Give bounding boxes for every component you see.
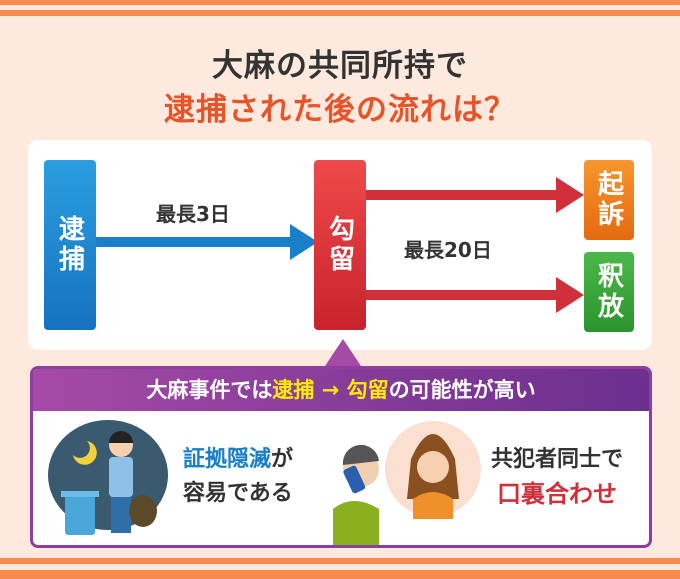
reason-panel: 大麻事件では逮捕 → 勾留の可能性が高い 証拠隠滅が 容易である 共犯者同士で …	[30, 366, 652, 548]
collusion-text: 口裏合わせ	[497, 480, 617, 508]
header-text: 大麻事件では	[146, 378, 273, 402]
flow-arrows	[96, 177, 584, 313]
indictment-box: 起訴	[584, 160, 634, 240]
release-box: 釈放	[584, 252, 634, 332]
top-stripe	[0, 0, 680, 5]
detention-duration: 最長20日	[404, 238, 492, 262]
arrest-box: 逮捕	[44, 160, 96, 330]
left-reason: 証拠隠滅が 容易である	[183, 443, 293, 511]
evidence-destruction-text: 証拠隠滅	[183, 447, 272, 472]
night-disposal-illustration	[48, 420, 168, 535]
phone-call-illustration	[333, 421, 481, 545]
header-detention: 勾留	[346, 378, 389, 402]
header-arrest: 逮捕	[272, 378, 315, 402]
detention-box: 勾留	[314, 160, 366, 330]
pointer-triangle	[323, 339, 363, 369]
arrest-duration: 最長3日	[156, 202, 230, 226]
right-text: 共犯者同士で	[490, 447, 623, 472]
arrow-head-icon	[556, 277, 584, 313]
left-text: が	[271, 447, 294, 472]
moon-icon	[73, 441, 97, 465]
bottom-stripe	[0, 570, 680, 579]
header-text: の可能性が高い	[388, 378, 536, 402]
title-line1: 大麻の共同所持で	[212, 48, 468, 84]
left-text: 容易である	[183, 481, 293, 506]
top-stripe	[0, 10, 680, 16]
title-line2: 逮捕された後の流れは？	[164, 92, 516, 128]
arrow-head-icon	[556, 177, 584, 213]
bottom-stripe	[0, 558, 680, 564]
right-reason: 共犯者同士で 口裏合わせ	[477, 443, 637, 513]
arrow-icon: →	[321, 378, 340, 402]
flow-diagram: 逮捕 最長3日 勾留 最長20日 起訴 釈放	[28, 140, 652, 350]
panel-header: 大麻事件では逮捕 → 勾留の可能性が高い	[33, 369, 649, 411]
arrow-head-icon	[290, 224, 318, 260]
